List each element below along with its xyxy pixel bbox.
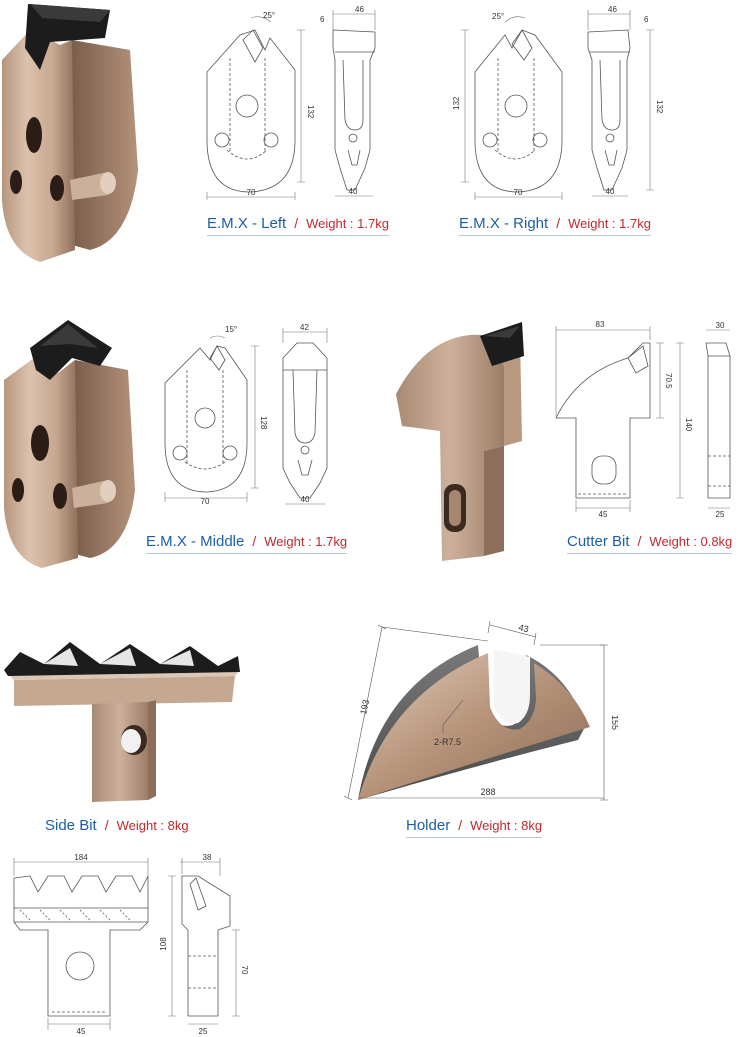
emx-left-name: E.M.X - Left — [207, 215, 287, 232]
dim-top-width: 42 — [300, 323, 309, 332]
dim-diag: 193 — [358, 699, 371, 716]
dim-base-width: 70 — [201, 497, 210, 506]
side-bit-drawing: 184 45 38 108 70 25 — [13, 853, 249, 1036]
dim-height: 128 — [259, 416, 268, 430]
dim-slot: 43 — [518, 622, 530, 634]
holder-weight: Weight : 8kg — [470, 818, 543, 833]
cutter-bit-render — [396, 322, 524, 561]
caption-underline — [406, 837, 543, 838]
dim-height-right: 132 — [655, 100, 664, 114]
dim-radius: 2-R7.5 — [434, 737, 461, 747]
dim-length: 288 — [480, 787, 495, 797]
cutter-bit-drawing: 83 70.5 140 45 30 25 — [555, 320, 731, 519]
dim-side-bottom: 25 — [199, 1027, 208, 1036]
side-bit-caption: Side Bit / Weight : 8kg — [45, 816, 189, 835]
dim-height: 155 — [610, 715, 618, 730]
dim-top-width: 83 — [596, 320, 605, 329]
emx-middle-weight: Weight : 1.7kg — [264, 534, 348, 549]
caption-separator: / — [252, 533, 257, 549]
dim-side-width: 40 — [606, 187, 615, 196]
dim-side-width: 40 — [349, 187, 358, 196]
emx-right-name: E.M.X - Right — [459, 215, 549, 232]
emx-right-weight: Weight : 1.7kg — [568, 216, 651, 231]
dim-height: 140 — [684, 418, 693, 432]
emx-left-render — [2, 4, 138, 262]
emx-middle-drawing: 70 15° 42 128 40 — [164, 323, 328, 506]
side-bit-render — [4, 642, 240, 802]
dim-offset: 6 — [320, 15, 325, 24]
dim-height: 132 — [306, 105, 315, 119]
dim-angle: 15° — [225, 325, 237, 334]
emx-middle-name: E.M.X - Middle — [146, 533, 245, 550]
dim-height: 108 — [159, 937, 168, 951]
emx-right-caption: E.M.X - Right / Weight : 1.7kg — [459, 214, 651, 236]
dim-side-top: 30 — [716, 321, 725, 330]
emx-left-caption: E.M.X - Left / Weight : 1.7kg — [207, 214, 389, 236]
dim-width: 184 — [74, 853, 88, 862]
holder-name: Holder — [406, 817, 451, 834]
dim-top-width: 46 — [608, 5, 617, 14]
caption-separator: / — [104, 817, 109, 833]
caption-underline — [207, 235, 389, 236]
dim-angle: 25° — [492, 12, 504, 21]
dim-height-left: 132 — [452, 96, 461, 110]
caption-separator: / — [556, 215, 561, 231]
dim-base-width: 70 — [247, 188, 256, 197]
dim-offset: 6 — [644, 15, 649, 24]
holder-render: 193 43 155 288 2-R7.5 — [343, 620, 618, 801]
cutter-bit-name: Cutter Bit — [567, 533, 630, 550]
emx-middle-render — [4, 320, 135, 568]
cutter-bit-caption: Cutter Bit / Weight : 0.8kg — [567, 532, 733, 554]
caption-underline — [146, 553, 348, 554]
caption-separator: / — [294, 215, 299, 231]
emx-middle-caption: E.M.X - Middle / Weight : 1.7kg — [146, 532, 348, 554]
dim-shank-height: 70 — [240, 966, 249, 975]
dim-side-bottom: 25 — [716, 510, 725, 519]
emx-left-weight: Weight : 1.7kg — [306, 216, 389, 231]
dim-mid-height: 70.5 — [664, 373, 673, 389]
dim-top-width: 46 — [355, 5, 364, 14]
holder-caption: Holder / Weight : 8kg — [406, 816, 543, 838]
emx-left-drawing: 70 25° 46 6 132 40 — [206, 5, 376, 200]
emx-right-drawing: 70 25° 46 6 132 132 40 — [452, 5, 664, 200]
dim-shank-width: 45 — [599, 510, 608, 519]
caption-underline — [567, 553, 733, 554]
caption-separator: / — [458, 817, 463, 833]
caption-underline — [459, 235, 651, 236]
dim-side-top: 38 — [203, 853, 212, 862]
side-bit-name: Side Bit — [45, 817, 97, 834]
dim-shank-width: 45 — [77, 1027, 86, 1036]
side-bit-weight: Weight : 8kg — [116, 818, 189, 833]
dim-side-width: 40 — [301, 495, 310, 504]
cutter-bit-weight: Weight : 0.8kg — [649, 534, 733, 549]
dim-base-width: 70 — [514, 188, 523, 197]
dim-angle: 25° — [263, 11, 275, 20]
caption-separator: / — [637, 533, 642, 549]
